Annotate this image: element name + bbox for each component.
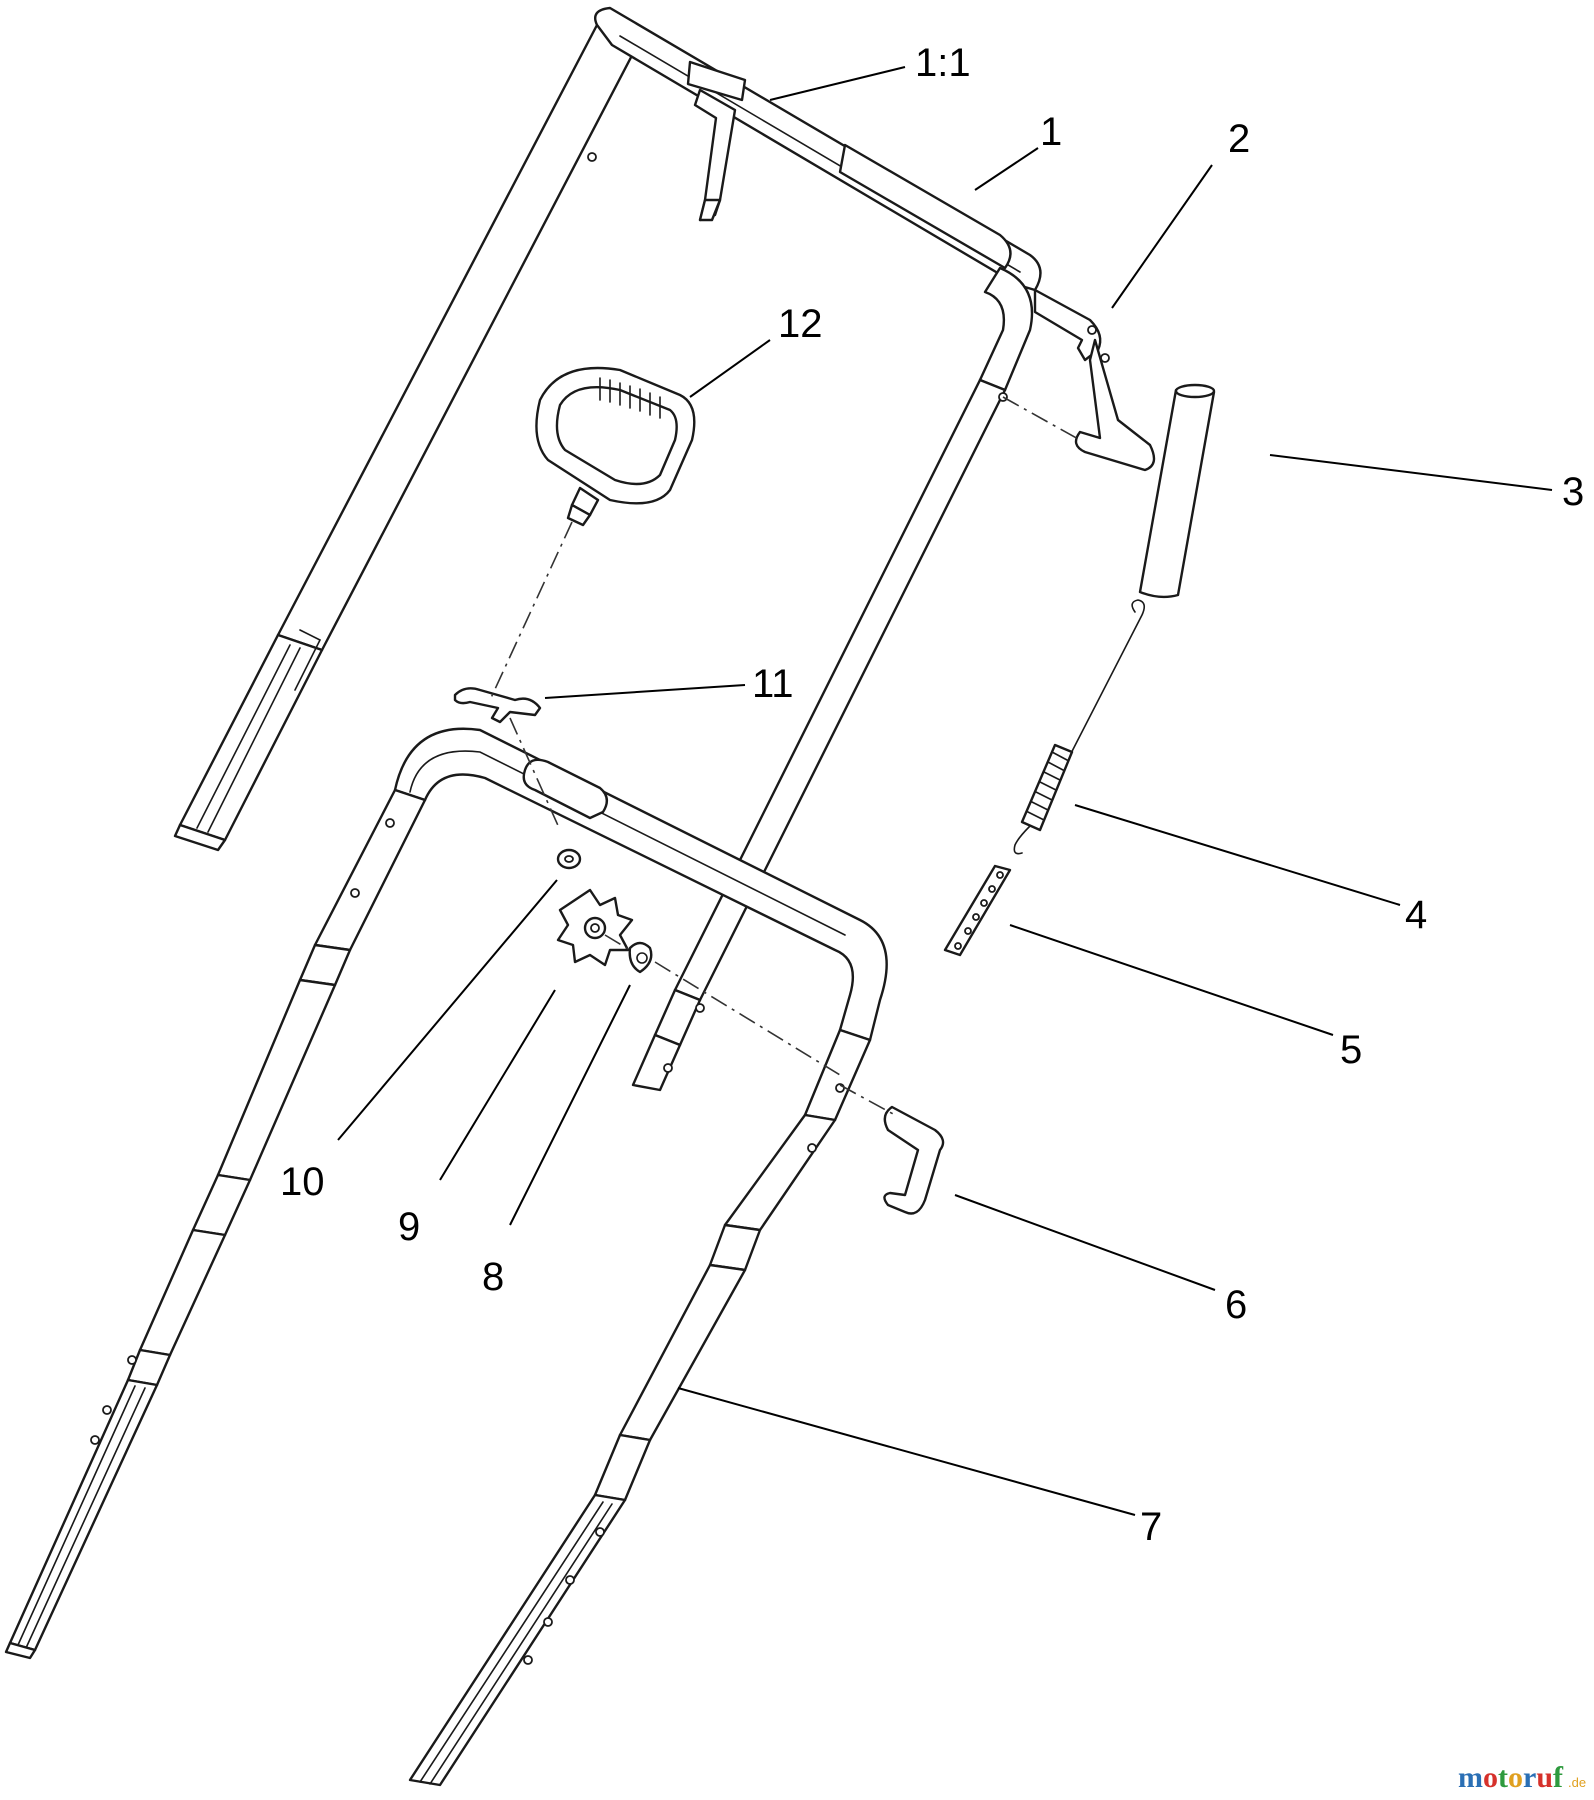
watermark-letter: t bbox=[1498, 1761, 1508, 1794]
watermark-letter: o bbox=[1508, 1761, 1523, 1794]
callout-1-1: 1:1 bbox=[915, 41, 971, 85]
watermark-letter: o bbox=[1483, 1761, 1498, 1794]
callout-7: 7 bbox=[1140, 1505, 1162, 1549]
callout-4: 4 bbox=[1405, 893, 1427, 937]
watermark-tld: .de bbox=[1568, 1775, 1586, 1790]
callout-10: 10 bbox=[280, 1160, 325, 1204]
rope-guide-knob bbox=[535, 366, 696, 527]
callout-3: 3 bbox=[1562, 470, 1584, 514]
cable-tube bbox=[1138, 383, 1216, 599]
pin-rod bbox=[883, 1105, 945, 1215]
watermark-letter: u bbox=[1536, 1761, 1553, 1794]
callout-1: 1 bbox=[1040, 110, 1062, 154]
callout-labels: 1:1 1 2 3 4 5 6 7 8 9 10 11 12 bbox=[280, 41, 1584, 1549]
star-knob bbox=[556, 888, 634, 967]
callout-11: 11 bbox=[752, 662, 794, 706]
rope-guide-bracket bbox=[453, 687, 542, 724]
leader-lines bbox=[337, 66, 1553, 1516]
lower-handle bbox=[4, 727, 888, 1787]
extension-spring bbox=[1013, 599, 1146, 855]
callout-2: 2 bbox=[1228, 117, 1250, 161]
callout-9: 9 bbox=[398, 1205, 420, 1249]
control-bail bbox=[1033, 288, 1156, 472]
callout-6: 6 bbox=[1225, 1283, 1247, 1327]
callout-8: 8 bbox=[482, 1255, 504, 1299]
watermark-letter: r bbox=[1523, 1761, 1536, 1794]
assembly-lines bbox=[489, 396, 1081, 1116]
watermark-letter: f bbox=[1553, 1761, 1564, 1794]
watermark-logo: motoruf .de bbox=[1458, 1761, 1586, 1794]
callout-12: 12 bbox=[778, 302, 823, 346]
carriage-bolt bbox=[628, 941, 653, 974]
callout-5: 5 bbox=[1340, 1028, 1362, 1072]
watermark-brand: motoruf bbox=[1458, 1761, 1564, 1794]
washer bbox=[556, 848, 582, 870]
watermark-letter: m bbox=[1458, 1761, 1483, 1794]
adjuster-plate bbox=[943, 864, 1012, 957]
